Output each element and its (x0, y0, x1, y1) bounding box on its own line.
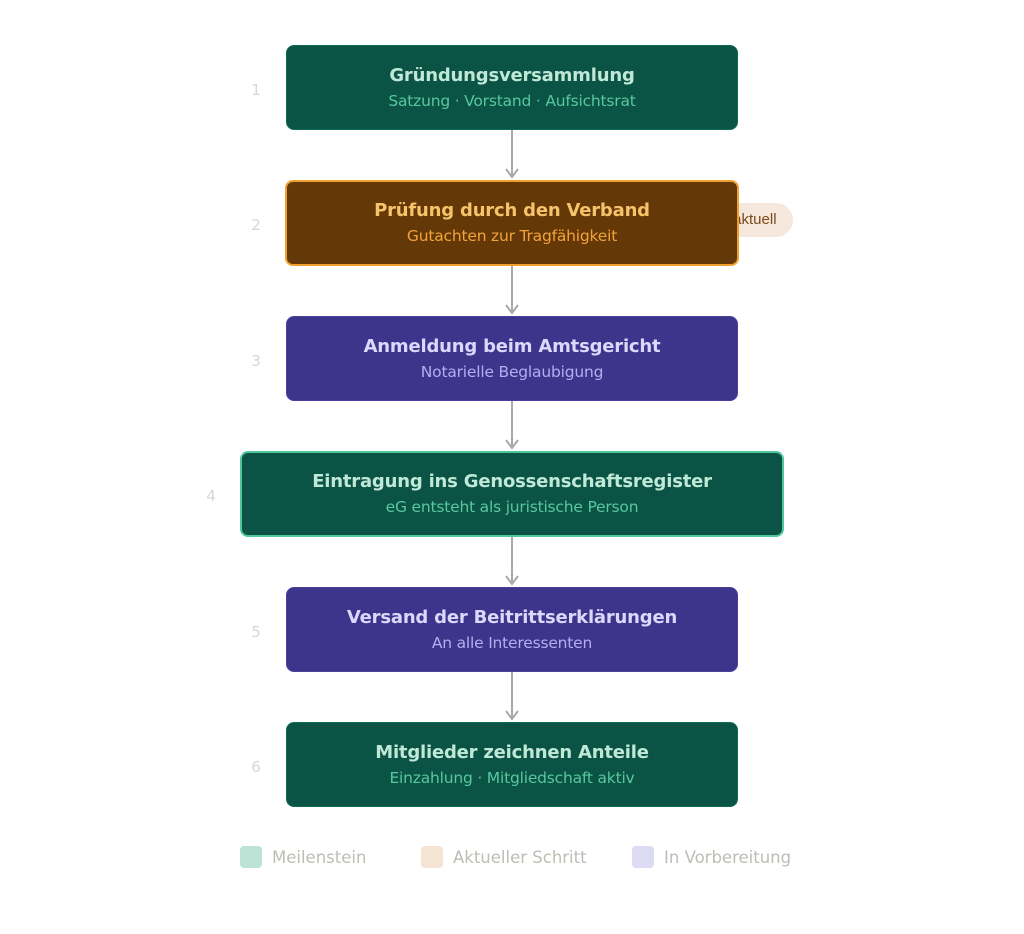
step-subtitle: Gutachten zur Tragfähigkeit (406, 227, 618, 245)
connector-arrow-2-3 (505, 266, 519, 315)
legend-swatch (421, 846, 443, 868)
connector-arrow-5-6 (505, 672, 519, 721)
step-title: Eintragung ins Genossenschaftsregister (312, 471, 712, 492)
legend-item-in-vorbereitung: In Vorbereitung (632, 846, 791, 868)
legend-swatch (240, 846, 262, 868)
legend-item-aktueller-schritt: Aktueller Schritt (421, 846, 587, 868)
connector-arrow-4-5 (505, 537, 519, 586)
step-number: 1 (251, 81, 261, 99)
legend-label: In Vorbereitung (664, 847, 792, 867)
step-number: 3 (251, 352, 261, 370)
step-number: 4 (206, 487, 216, 505)
step-subtitle: Notarielle Beglaubigung (420, 362, 604, 381)
connector-arrow-3-4 (505, 401, 519, 450)
step-title: Prüfung durch den Verband (374, 200, 650, 221)
legend-item-meilenstein: Meilenstein (240, 846, 366, 868)
step-subtitle: Satzung · Vorstand · Aufsichtsrat (388, 91, 636, 110)
step-subtitle: Einzahlung · Mitgliedschaft aktiv (389, 768, 635, 787)
step-title: Gründungsversammlung (389, 64, 635, 86)
legend-swatch (632, 846, 654, 868)
step-prufung-verband[interactable]: Prüfung durch den Verband Gutachten zur … (285, 180, 739, 266)
step-subtitle: An alle Interessenten (431, 633, 593, 652)
step-eintragung-register[interactable]: Eintragung ins Genossenschaftsregister e… (240, 451, 784, 537)
current-badge-label: aktuell (733, 211, 777, 228)
step-grundungsversammlung[interactable]: Gründungsversammlung Satzung · Vorstand … (286, 45, 738, 130)
step-title: Mitglieder zeichnen Anteile (375, 741, 649, 763)
connector-arrow-1-2 (505, 130, 519, 179)
step-subtitle: eG entsteht als juristische Person (385, 498, 639, 516)
step-anmeldung-amtsgericht[interactable]: Anmeldung beim Amtsgericht Notarielle Be… (286, 316, 738, 401)
step-versand-beitrittserklarungen[interactable]: Versand der Beitrittserklärungen An alle… (286, 587, 738, 672)
step-mitglieder-anteile[interactable]: Mitglieder zeichnen Anteile Einzahlung ·… (286, 722, 738, 807)
legend-label: Meilenstein (272, 847, 367, 867)
step-number: 6 (251, 758, 261, 776)
step-title: Versand der Beitrittserklärungen (346, 606, 678, 628)
legend-label: Aktueller Schritt (453, 847, 587, 867)
step-title: Anmeldung beim Amtsgericht (363, 335, 661, 357)
step-number: 5 (251, 623, 261, 641)
step-number: 2 (251, 216, 261, 234)
